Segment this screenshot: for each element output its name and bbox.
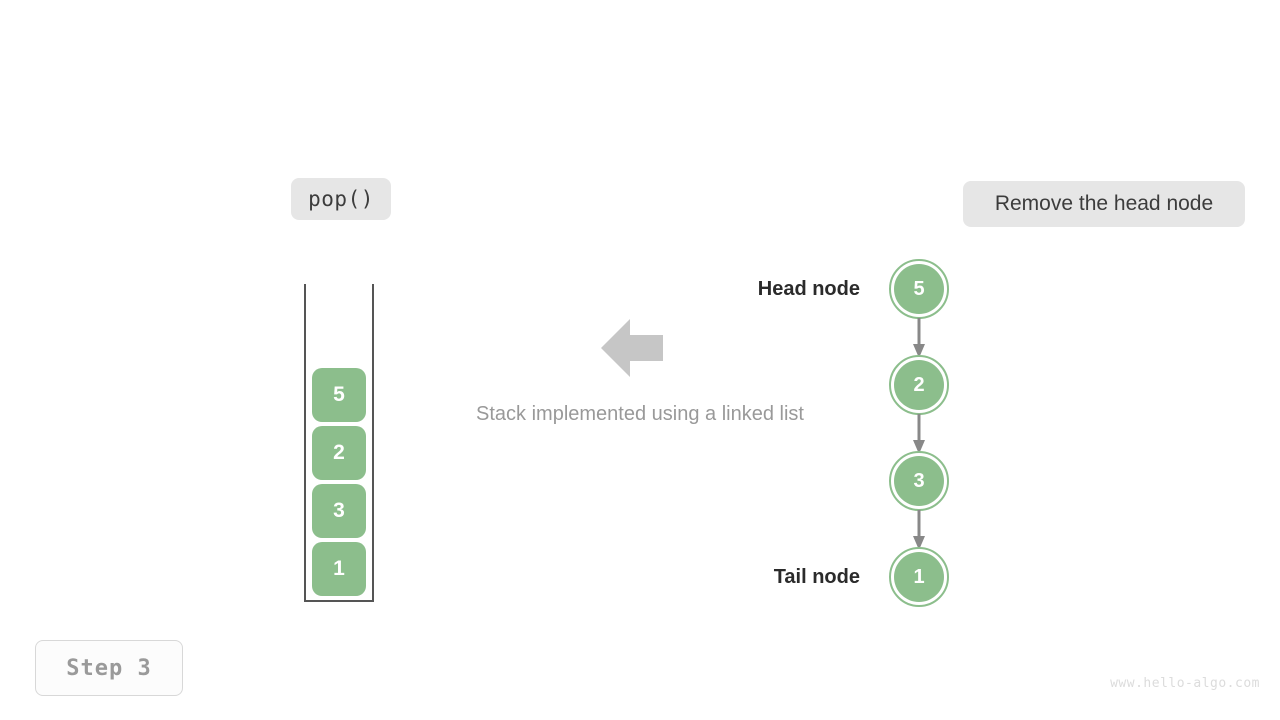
list-node: 2 bbox=[889, 355, 949, 415]
list-node-value: 2 bbox=[894, 360, 944, 410]
list-node-value: 5 bbox=[894, 264, 944, 314]
watermark: www.hello-algo.com bbox=[1110, 676, 1260, 691]
list-node: 3 bbox=[889, 451, 949, 511]
arrow-left-icon bbox=[601, 319, 663, 377]
list-node-value: 1 bbox=[894, 552, 944, 602]
stack-cell: 2 bbox=[312, 426, 366, 480]
list-node: 1 bbox=[889, 547, 949, 607]
head-node-label: Head node bbox=[757, 278, 860, 300]
linked-list: 5 2 3 1 bbox=[889, 259, 951, 609]
stack-cell: 3 bbox=[312, 484, 366, 538]
arrow-down-icon bbox=[913, 414, 925, 454]
stack-cell: 1 bbox=[312, 542, 366, 596]
list-node: 5 bbox=[889, 259, 949, 319]
list-node-value: 3 bbox=[894, 456, 944, 506]
step-indicator: Step 3 bbox=[35, 640, 183, 696]
arrow-down-icon bbox=[913, 318, 925, 358]
stack-cell: 5 bbox=[312, 368, 366, 422]
arrow-down-icon bbox=[913, 510, 925, 550]
stack-container: 5 2 3 1 bbox=[304, 284, 374, 602]
operation-badge: pop() bbox=[291, 178, 391, 220]
diagram-caption: Stack implemented using a linked list bbox=[476, 403, 804, 425]
tail-node-label: Tail node bbox=[773, 566, 860, 588]
action-badge: Remove the head node bbox=[963, 181, 1245, 227]
